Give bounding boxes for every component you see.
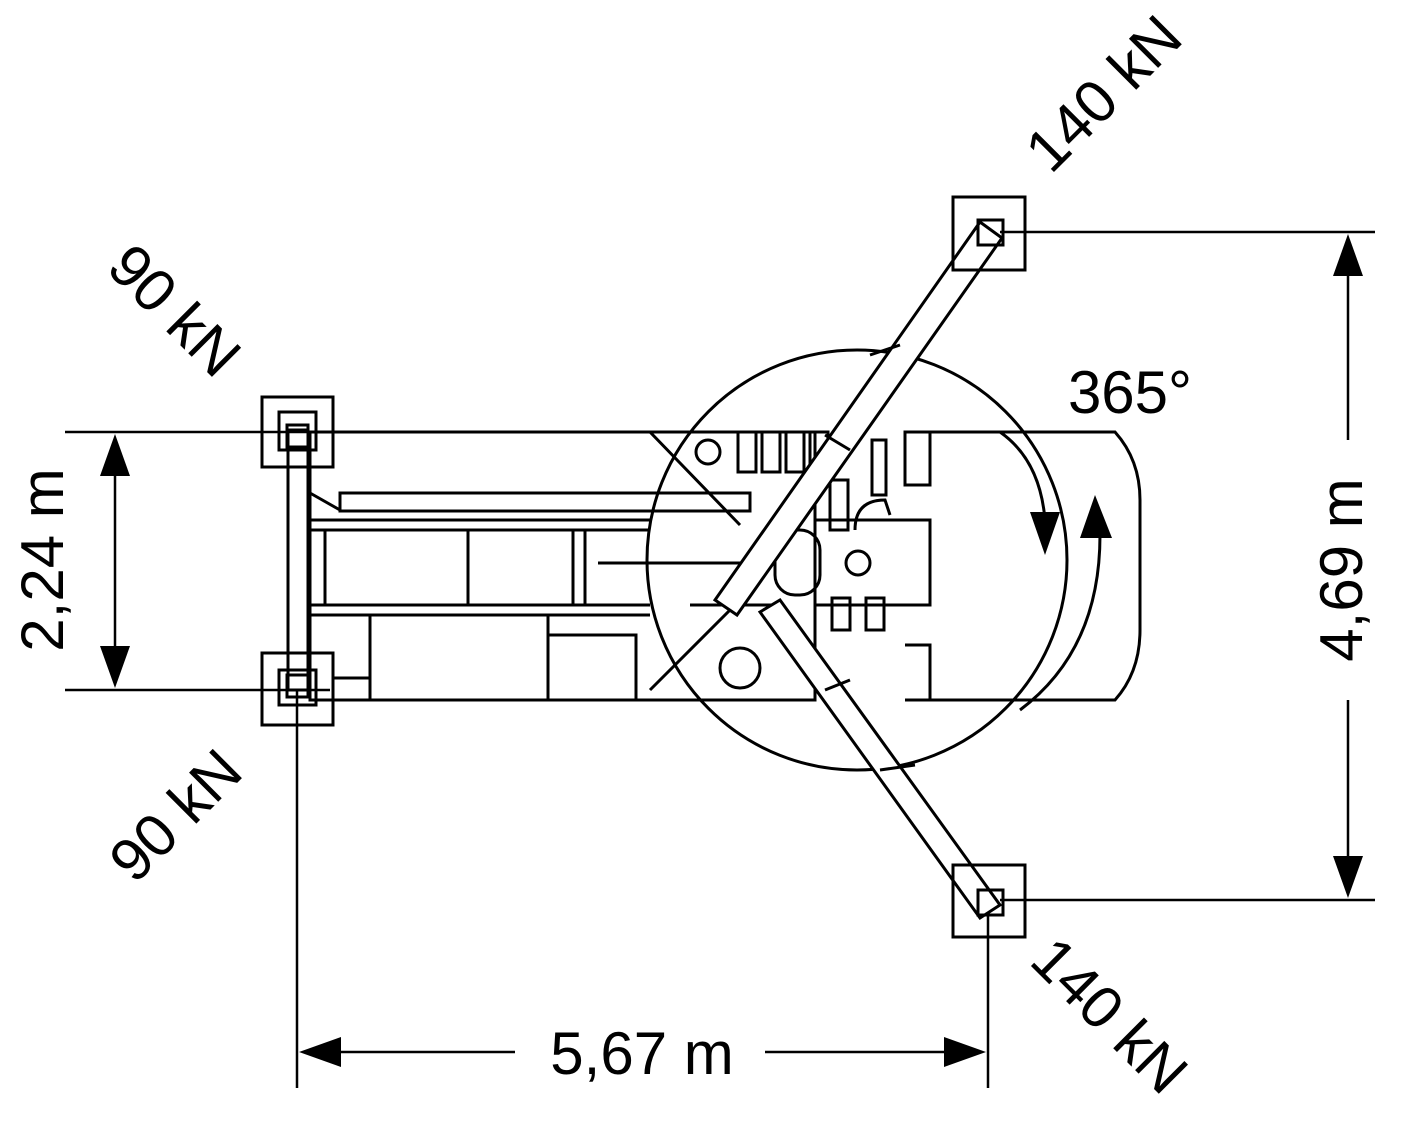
outrigger-beam-front-bottom (757, 598, 1003, 921)
load-label-top-left: 90 kN (95, 231, 253, 389)
dimension-label: 2,24 m (9, 468, 76, 651)
outrigger-beam-front-top (712, 219, 1005, 618)
load-label-bottom-left: 90 kN (96, 736, 254, 894)
dimension-length: 5,67 m (295, 690, 990, 1088)
load-label-top-right: 140 kN (1013, 3, 1195, 185)
outrigger-beam-rear (286, 428, 310, 692)
counterweight (903, 430, 1142, 702)
load-label-bottom-right: 140 kN (1019, 925, 1201, 1107)
slew-arrow: 365° (999, 359, 1192, 712)
slew-angle-label: 365° (1068, 359, 1192, 426)
dimension-label: 5,67 m (550, 1020, 733, 1087)
dimension-rear-width: 2,24 m (9, 430, 330, 692)
dimension-label: 4,69 m (1308, 478, 1375, 661)
slewing-circle (645, 348, 1069, 772)
carrier-body (308, 430, 905, 702)
dimension-front-width: 4,69 m (1000, 230, 1375, 902)
